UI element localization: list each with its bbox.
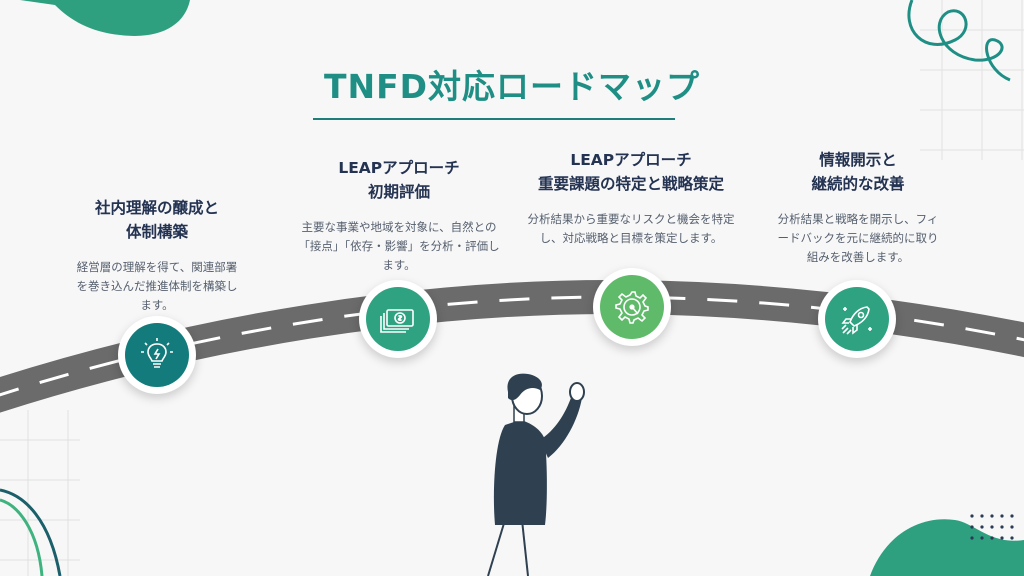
step-1-badge	[118, 316, 196, 394]
title-underline	[313, 118, 675, 120]
step-1-title: 社内理解の醸成と 体制構築	[72, 196, 242, 244]
page-title: TNFD対応ロードマップ	[323, 67, 701, 106]
top-right-grid	[920, 0, 1024, 160]
step-2-title: LEAPアプローチ 初期評価	[298, 156, 500, 204]
step-4-title: 情報開示と 継続的な改善	[776, 148, 940, 196]
money-icon	[380, 309, 414, 333]
step-1: 社内理解の醸成と 体制構築 経営層の理解を得て、関連部署を巻き込んだ推進体制を構…	[72, 196, 242, 315]
step-3: LEAPアプローチ 重要課題の特定と戦略策定 分析結果から重要なリスクと機会を特…	[518, 148, 744, 248]
step-2: LEAPアプローチ 初期評価 主要な事業や地域を対象に、自然との「接点」「依存・…	[298, 156, 500, 275]
step-2-description: 主要な事業や地域を対象に、自然との「接点」「依存・影響」を分析・評価します。	[298, 220, 500, 272]
step-1-badge-circle	[125, 323, 189, 387]
step-3-badge	[593, 268, 671, 346]
bottom-left-arc-green	[0, 498, 44, 576]
step-3-description: 分析結果から重要なリスクと機会を特定し、対応戦略と目標を策定します。	[527, 212, 735, 245]
step-4-title-line-2: 継続的な改善	[811, 175, 905, 193]
step-4-badge	[818, 280, 896, 358]
step-2-title-line-2: 初期評価	[367, 183, 430, 201]
step-4: 情報開示と 継続的な改善 分析結果と戦略を開示し、フィードバックを元に継続的に取…	[776, 148, 940, 267]
step-1-title-line-2: 体制構築	[125, 223, 188, 241]
step-3-title: LEAPアプローチ 重要課題の特定と戦略策定	[518, 148, 744, 196]
step-2-badge	[359, 280, 437, 358]
step-4-title-line-1: 情報開示と	[819, 151, 897, 169]
lightbulb-icon	[141, 338, 173, 368]
step-4-badge-circle	[825, 287, 889, 351]
step-3-badge-circle	[600, 275, 664, 339]
gear-gauge-icon	[615, 291, 649, 324]
top-right-loops	[907, 0, 1011, 82]
step-1-title-line-1: 社内理解の醸成と	[94, 199, 219, 217]
bottom-right-blob	[870, 519, 1024, 576]
rocket-icon	[841, 306, 872, 335]
top-left-blob	[20, 0, 190, 36]
step-1-description: 経営層の理解を得て、関連部署を巻き込んだ推進体制を構築します。	[76, 260, 238, 312]
step-2-title-line-1: LEAPアプローチ	[338, 159, 460, 177]
bottom-right-dots	[970, 514, 1014, 540]
step-2-badge-circle	[366, 287, 430, 351]
step-4-description: 分析結果と戦略を開示し、フィードバックを元に継続的に取り組みを改善します。	[777, 212, 939, 264]
step-3-title-line-2: 重要課題の特定と戦略策定	[537, 175, 724, 193]
step-3-title-line-1: LEAPアプローチ	[570, 151, 692, 169]
bottom-left-arc-dark	[0, 488, 62, 576]
